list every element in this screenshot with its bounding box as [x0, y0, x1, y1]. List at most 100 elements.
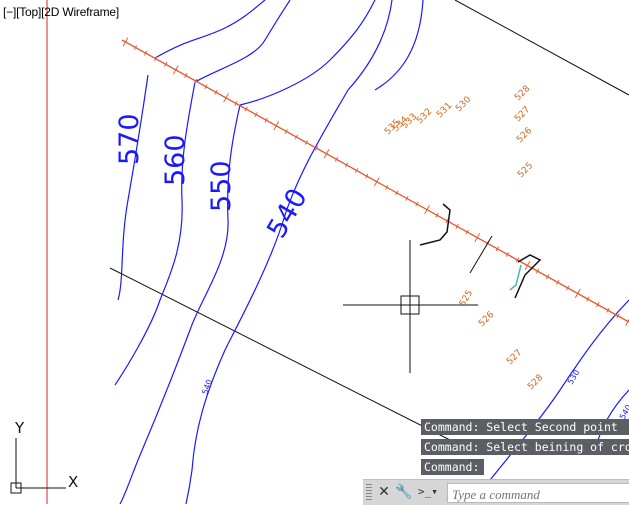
section-tick [415, 201, 419, 207]
section-tick [385, 184, 389, 190]
contour-line[interactable] [154, 0, 266, 59]
section-tick [596, 302, 600, 308]
boundary-line-upper[interactable] [454, 0, 629, 96]
section-tick [294, 134, 298, 140]
contour-line-560-top[interactable] [194, 0, 291, 83]
section-tick [524, 260, 531, 271]
section-tick [223, 93, 229, 103]
command-prompt-icon[interactable]: >_▾ [418, 485, 438, 498]
section-tick [586, 296, 590, 302]
section-tick [144, 50, 148, 56]
drag-grip-icon[interactable] [366, 484, 372, 500]
command-history-line: Command: [421, 459, 484, 475]
section-tick [606, 307, 610, 313]
boundary-line-lower[interactable] [109, 267, 451, 441]
section-tick [122, 37, 129, 47]
contour-label-530-small: 530 [566, 368, 581, 386]
command-history-line: Command: Select beining of cro [421, 439, 629, 455]
command-input-wrapper [447, 483, 629, 504]
ucs-y-label: Y [14, 419, 25, 437]
section-tick [535, 268, 540, 274]
contour-line-570[interactable] [117, 74, 149, 301]
spot-elevation: 530 [454, 95, 473, 114]
contour-label-540-small: 540 [200, 378, 214, 395]
section-tick [455, 223, 459, 229]
section-tick [556, 279, 560, 285]
section-tick [474, 232, 481, 243]
section-tick [204, 84, 208, 90]
section-tick [355, 168, 359, 173]
contour-line-530-top[interactable] [374, 0, 424, 91]
section-tick [405, 196, 409, 201]
command-input[interactable] [448, 486, 629, 504]
spot-elevation: 525 [516, 161, 535, 180]
profile-stub-2[interactable] [514, 254, 542, 299]
contour-label-540b-small: 540 [618, 403, 629, 421]
section-tick [304, 140, 308, 145]
ucs-icon [10, 438, 66, 494]
section-tick [273, 121, 280, 131]
spot-elevation: 527 [513, 105, 532, 124]
section-line[interactable] [121, 39, 629, 323]
wrench-icon[interactable]: 🔧 [395, 484, 413, 500]
section-tick [505, 251, 509, 257]
contour-label-560: 560 [160, 134, 191, 186]
section-tick [395, 190, 399, 196]
section-tick [133, 45, 138, 50]
section-tick [515, 257, 520, 263]
crosshair-cursor-icon [343, 240, 478, 373]
profile-highlight[interactable] [509, 264, 522, 291]
section-tick [546, 274, 550, 280]
visual-style-control[interactable]: [2D Wireframe] [41, 5, 119, 19]
contour-line-550[interactable] [119, 104, 241, 504]
contour-label-570: 570 [114, 113, 145, 165]
section-tick [234, 100, 238, 106]
contour-line-540[interactable] [185, 89, 349, 504]
spot-elevation: 527 [505, 348, 524, 367]
section-tick [445, 218, 449, 224]
section-tick [574, 288, 581, 299]
section-tick [172, 65, 179, 75]
spot-elevation: 528 [526, 373, 545, 392]
section-tick [465, 229, 469, 235]
section-tick [214, 89, 218, 95]
contour-line-540-top[interactable] [347, 0, 393, 91]
section-tick [154, 56, 158, 62]
contour-label-550: 550 [206, 160, 237, 212]
spot-elevation: 531 [435, 101, 454, 120]
ucs-x-label: X [68, 473, 78, 491]
section-tick [365, 173, 369, 179]
section-tick [334, 156, 339, 162]
spot-elevation: 526 [515, 126, 534, 145]
section-tick [164, 61, 168, 67]
section-tick [495, 246, 499, 252]
section-tick [284, 128, 288, 134]
contour-line-560[interactable] [114, 81, 196, 386]
section-tick [194, 78, 198, 84]
section-ticks [122, 37, 629, 327]
section-tick [625, 318, 629, 327]
section-tick [616, 313, 620, 319]
spot-elevation: 525 [458, 289, 475, 309]
profile-tick[interactable] [469, 235, 493, 274]
section-tick [435, 212, 439, 218]
command-line-bar: ✕ 🔧 >_▾ [363, 479, 629, 505]
contour-label-540: 540 [261, 183, 314, 243]
spot-elevation: 532 [415, 107, 434, 126]
section-tick [345, 162, 349, 168]
contour-line-550-top[interactable] [239, 0, 376, 106]
section-tick [314, 145, 319, 151]
spot-elevation: 528 [513, 84, 532, 103]
section-tick [184, 73, 188, 78]
section-tick [373, 177, 380, 187]
section-tick [323, 149, 330, 159]
close-icon[interactable]: ✕ [378, 484, 390, 500]
view-control[interactable]: [Top] [16, 5, 42, 19]
viewport-menu-control[interactable]: [−] [3, 5, 17, 19]
viewport-controls-label: [−][Top][2D Wireframe] [3, 5, 119, 19]
section-tick [566, 285, 570, 291]
section-tick [254, 112, 258, 118]
profile-stub[interactable] [419, 203, 451, 246]
